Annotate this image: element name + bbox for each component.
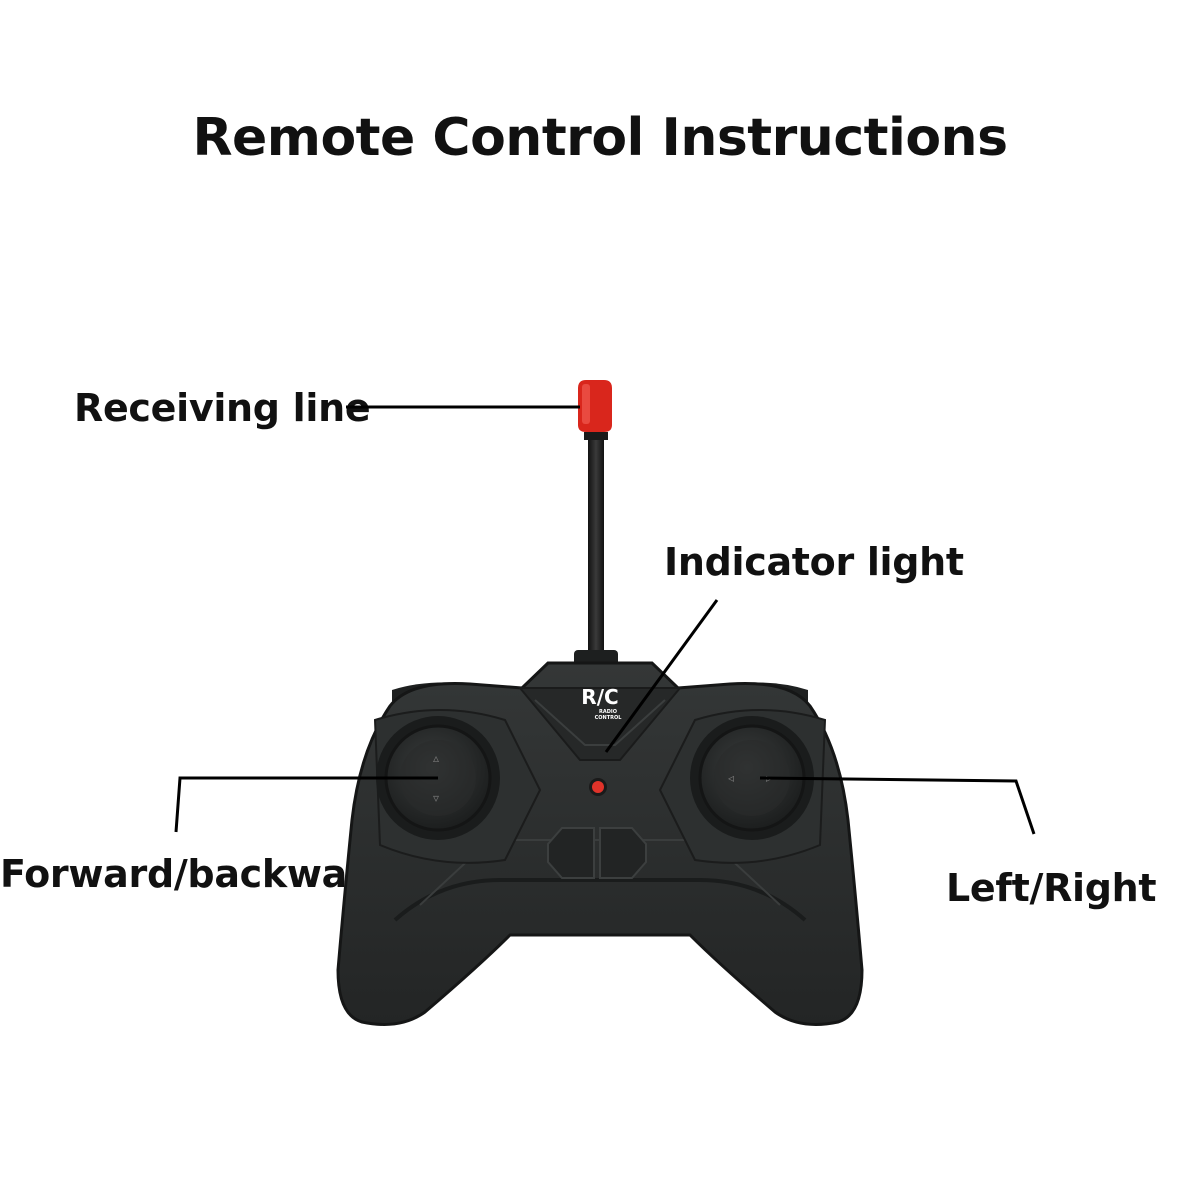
forward-backward-label: Forward/backward	[0, 852, 393, 896]
center-buttons[interactable]	[547, 827, 647, 879]
left-right-label: Left/Right	[946, 866, 1157, 910]
up-arrow-icon: ▵	[433, 751, 439, 765]
page-title: Remote Control Instructions	[192, 108, 1008, 168]
indicator-light-leader	[604, 599, 719, 753]
logo-sub-1: RADIO	[599, 709, 617, 715]
left-right-leader	[759, 776, 1036, 835]
antenna	[574, 380, 618, 672]
down-arrow-icon: ▿	[433, 791, 439, 805]
indicator-light	[592, 781, 604, 793]
logo-main: R/C	[581, 685, 618, 709]
right-center-button	[599, 827, 647, 879]
receiving-line-label: Receiving line	[74, 386, 371, 430]
indicator-light-label: Indicator light	[664, 540, 964, 584]
left-arrow-icon: ◃	[728, 771, 734, 785]
forward-backward-leader	[174, 776, 438, 833]
left-right-stick[interactable]: ◃ ▹	[690, 716, 814, 840]
logo-sub-2: CONTROL	[595, 715, 623, 721]
left-center-button	[547, 827, 595, 879]
antenna-rod	[588, 415, 604, 665]
rc-logo: R/C RADIO CONTROL	[581, 685, 622, 721]
